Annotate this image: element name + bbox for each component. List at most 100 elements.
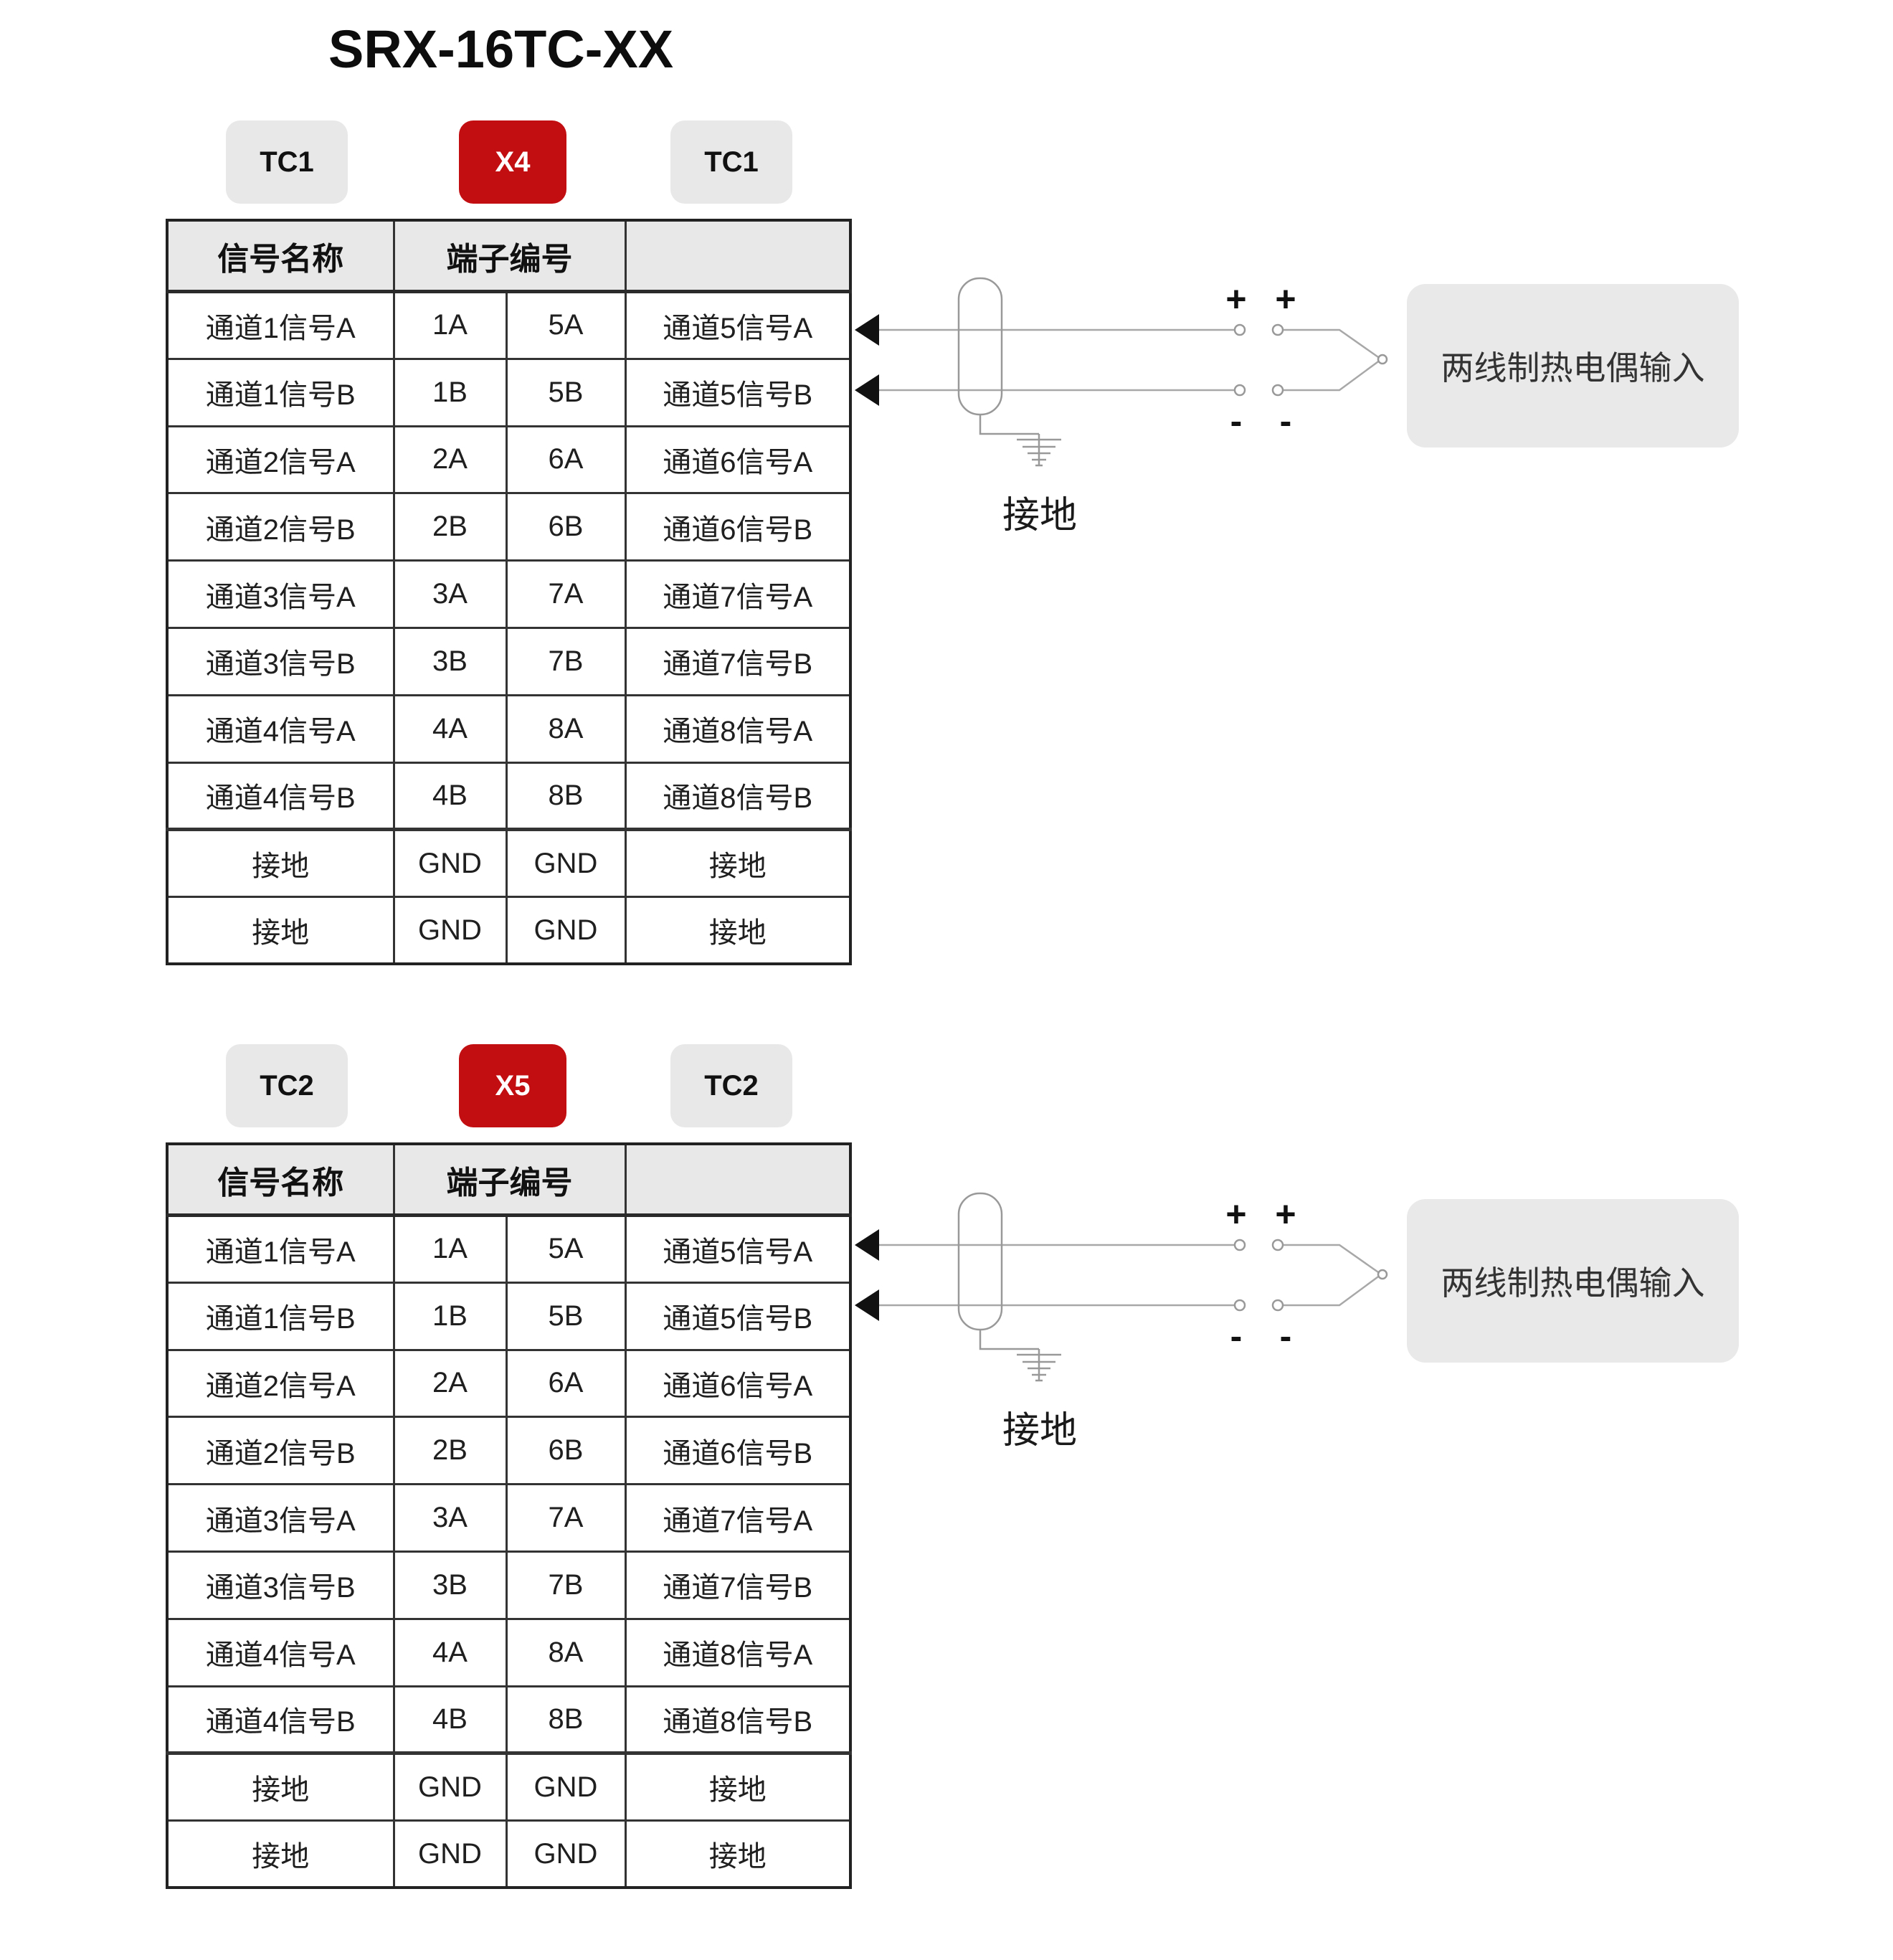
table-cell: 通道2信号A — [166, 425, 395, 495]
header-terminal-number: 端子编号 — [392, 1142, 627, 1217]
table-cell: 1A — [392, 1214, 508, 1284]
table-cell: 通道2信号B — [166, 492, 395, 562]
table-cell: 1A — [392, 290, 508, 360]
table-cell: GND — [392, 896, 508, 965]
schematic-drawing — [855, 277, 1388, 467]
table-cell: 6A — [505, 1348, 627, 1419]
table-cell: 2B — [392, 1416, 508, 1486]
table-cell: 通道1信号B — [166, 1281, 395, 1351]
connector-badge-tc1-right: TC1 — [670, 120, 792, 204]
badge-label: TC2 — [260, 1069, 314, 1102]
table-cell: GND — [392, 1819, 508, 1889]
table-cell: 2A — [392, 1348, 508, 1419]
table-cell: 7A — [505, 559, 627, 629]
table-cell: GND — [505, 896, 627, 965]
table-cell: 3A — [392, 559, 508, 629]
table-cell: 接地 — [624, 1751, 852, 1822]
table-cell: 7B — [505, 626, 627, 696]
table-cell: 5B — [505, 1281, 627, 1351]
ground-label: 接地 — [1002, 1410, 1077, 1452]
table-cell: 通道6信号B — [624, 1416, 852, 1486]
thermocouple-input-box: 两线制热电偶输入 — [1407, 284, 1739, 448]
table-cell: 4B — [392, 1685, 508, 1755]
table-cell: 通道1信号A — [166, 290, 395, 360]
header-signal-name: 信号名称 — [166, 1142, 395, 1217]
thermocouple-lead-plus — [1283, 328, 1381, 360]
table-cell: 8B — [505, 1685, 627, 1755]
polarity-plus-label: + — [1275, 279, 1296, 319]
table-cell: 通道6信号B — [624, 492, 852, 562]
table-cell: 通道1信号A — [166, 1214, 395, 1284]
table-cell: 7B — [505, 1550, 627, 1620]
terminal-circle — [1233, 323, 1246, 336]
thermocouple-lead-plus — [1283, 1244, 1381, 1275]
table-cell: 6B — [505, 492, 627, 562]
connector-badge-tc2-right: TC2 — [670, 1044, 792, 1127]
table-cell: 2A — [392, 425, 508, 495]
table-cell: 接地 — [166, 828, 395, 899]
table-cell: 接地 — [624, 828, 852, 899]
polarity-plus-label: + — [1275, 1194, 1296, 1234]
table-cell: 通道3信号A — [166, 559, 395, 629]
table-cell: 通道8信号A — [624, 1617, 852, 1687]
table-cell: 5A — [505, 290, 627, 360]
table-cell: 1B — [392, 357, 508, 427]
terminal-circle — [1271, 1239, 1284, 1251]
table-cell: 通道6信号A — [624, 425, 852, 495]
terminal-circle — [1233, 1239, 1246, 1251]
cable-shield-capsule — [957, 1192, 1003, 1331]
table-cell: 8B — [505, 761, 627, 831]
badge-label: X4 — [495, 146, 531, 178]
table-cell: 通道7信号A — [624, 559, 852, 629]
thermocouple-input-box: 两线制热电偶输入 — [1407, 1199, 1739, 1363]
table-cell: 通道7信号B — [624, 1550, 852, 1620]
table-cell: 通道2信号B — [166, 1416, 395, 1486]
table-cell: 1B — [392, 1281, 508, 1351]
table-cell: 4B — [392, 761, 508, 831]
table-cell: 接地 — [166, 896, 395, 965]
header-signal-name: 信号名称 — [166, 219, 395, 293]
table-cell: 接地 — [624, 896, 852, 965]
thermocouple-lead-minus — [1283, 359, 1381, 392]
table-cell: 接地 — [624, 1819, 852, 1889]
connector-badge-tc2-left: TC2 — [226, 1044, 348, 1127]
table-header-row: 信号名称 端子编号 — [166, 1142, 852, 1217]
table-cell: 通道5信号A — [624, 290, 852, 360]
table-cell: GND — [392, 1751, 508, 1822]
table-cell: GND — [505, 1751, 627, 1822]
table-cell: 通道8信号A — [624, 693, 852, 764]
table-cell: 通道4信号B — [166, 1685, 395, 1755]
thermocouple-junction — [1377, 354, 1388, 365]
table-cell: 3B — [392, 1550, 508, 1620]
terminal-circle — [1271, 384, 1284, 397]
arrow-left-icon — [855, 1289, 879, 1321]
table-cell: 4A — [392, 1617, 508, 1687]
badge-label: X5 — [495, 1069, 531, 1102]
table-cell: 4A — [392, 693, 508, 764]
terminal-circle — [1233, 384, 1246, 397]
table-cell: 通道7信号A — [624, 1483, 852, 1553]
terminal-circle — [1271, 323, 1284, 336]
table-cell: GND — [392, 828, 508, 899]
schematic-drawing — [855, 1192, 1388, 1382]
table-cell: 通道5信号B — [624, 1281, 852, 1351]
table-cell: 5B — [505, 357, 627, 427]
